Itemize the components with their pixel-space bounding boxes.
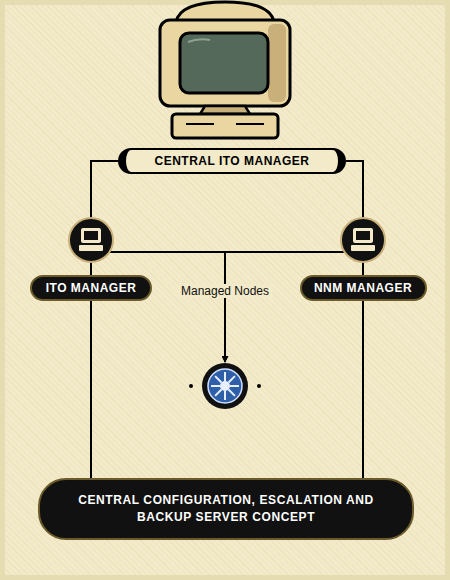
central-computer bbox=[160, 2, 290, 138]
manager-label: NNM MANAGER bbox=[300, 275, 427, 301]
node-label: CENTRAL ITO MANAGER bbox=[154, 154, 309, 168]
connector bbox=[91, 252, 225, 362]
dot bbox=[189, 384, 193, 388]
ito-computer-icon bbox=[69, 218, 113, 262]
node-heading: Managed Nodes bbox=[178, 284, 272, 298]
manager-label: ITO MANAGER bbox=[30, 275, 152, 301]
connector bbox=[90, 301, 92, 478]
gear-symbol bbox=[201, 362, 249, 410]
node-label: NNM MANAGER bbox=[314, 281, 412, 295]
node-label: ITO MANAGER bbox=[46, 281, 137, 295]
concept-band: CENTRAL CONFIGURATION, ESCALATION AND BA… bbox=[38, 478, 414, 540]
node-label: CENTRAL CONFIGURATION, ESCALATION AND BA… bbox=[66, 492, 386, 526]
manager-band: CENTRAL ITO MANAGER bbox=[118, 148, 346, 174]
connector bbox=[362, 301, 364, 478]
managed-node-circle: Managed Nodes bbox=[201, 362, 249, 410]
dot bbox=[257, 384, 261, 388]
connector bbox=[225, 252, 363, 362]
nnm-computer-icon bbox=[341, 218, 385, 262]
